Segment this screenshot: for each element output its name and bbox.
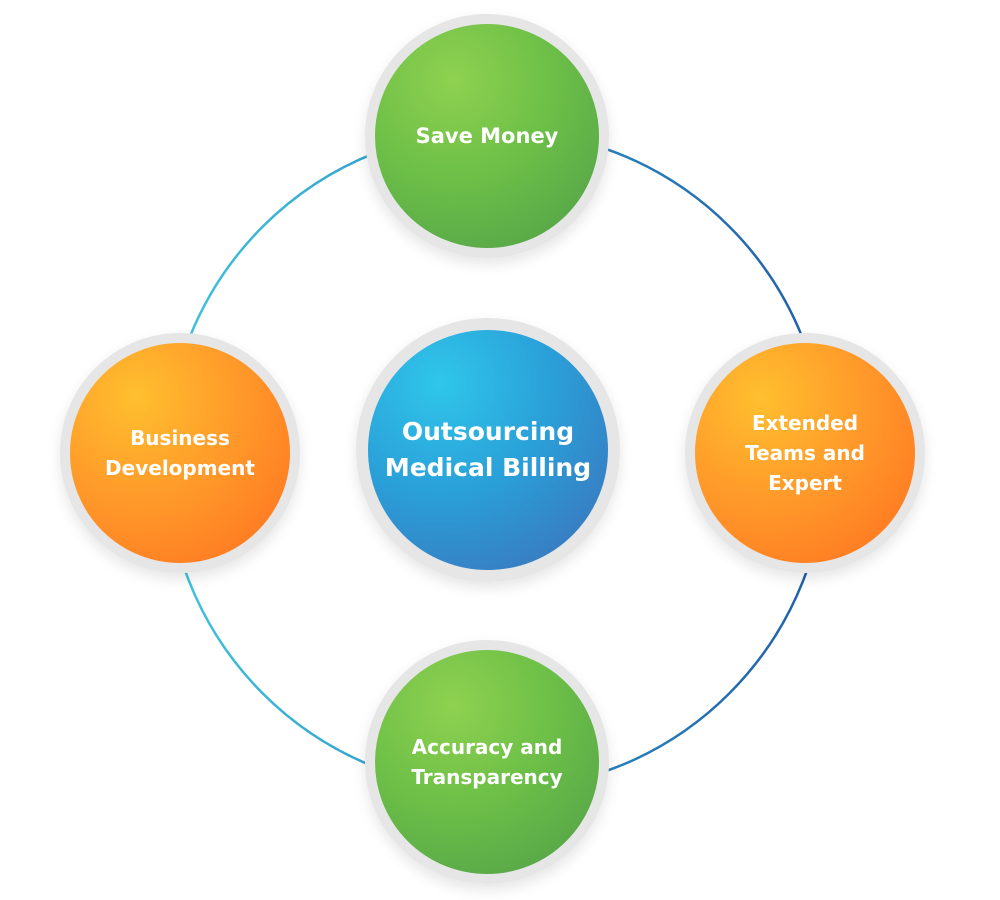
business-development-node: Business Development (60, 333, 300, 573)
accuracy-transparency-node: Accuracy and Transparency (365, 640, 609, 884)
save-money-node: Save Money (365, 14, 609, 258)
extended-teams-label: Extended Teams and Expert (745, 411, 865, 495)
save-money-label: Save Money (415, 124, 559, 148)
outsourcing-medical-billing-label: Outsourcing Medical Billing (384, 417, 592, 482)
business-development-label: Business Development (105, 426, 255, 480)
extended-teams-node: Extended Teams and Expert (685, 333, 925, 573)
outsourcing-medical-billing-node: Outsourcing Medical Billing (356, 318, 620, 582)
accuracy-transparency-label: Accuracy and Transparency (411, 735, 563, 789)
